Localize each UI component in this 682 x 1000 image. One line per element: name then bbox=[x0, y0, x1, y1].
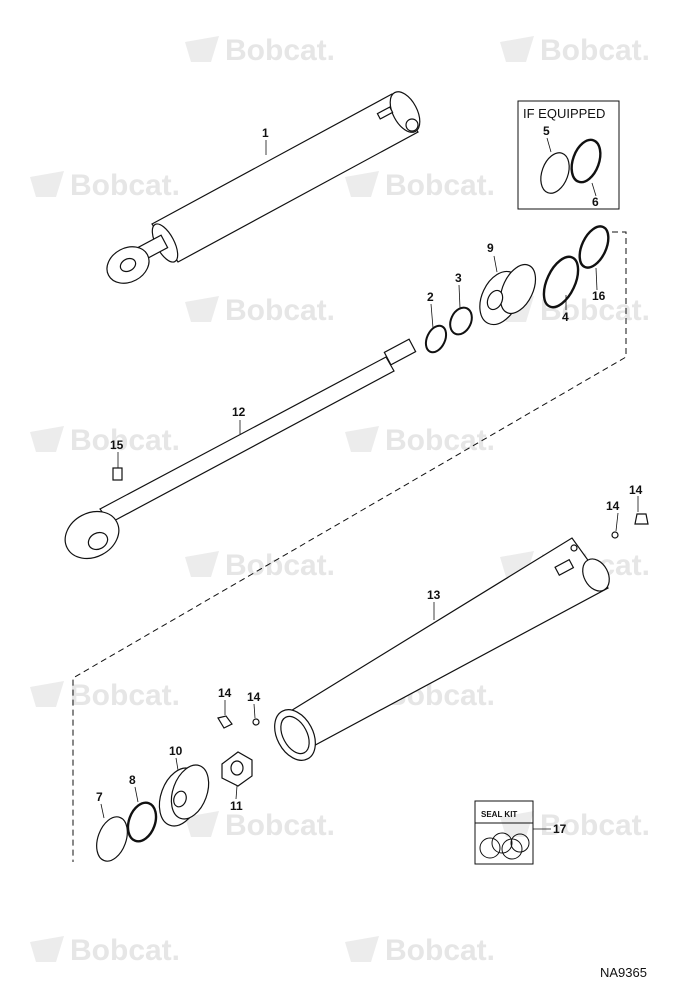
bobcat-logo-icon bbox=[185, 296, 219, 322]
callout-7: 7 bbox=[96, 790, 103, 804]
bobcat-watermark: Bobcat. bbox=[385, 934, 495, 967]
seal-part-6 bbox=[570, 138, 602, 184]
bobcat-logo-icon bbox=[185, 36, 219, 62]
callout-9: 9 bbox=[487, 241, 494, 255]
callout-2: 2 bbox=[427, 290, 434, 304]
wiper-part-2 bbox=[424, 324, 448, 354]
bobcat-watermark: Bobcat. bbox=[70, 169, 180, 202]
grease-fitting-part-15 bbox=[112, 467, 123, 481]
rod-part-12 bbox=[64, 338, 417, 560]
bobcat-logo-icon bbox=[30, 681, 64, 707]
wear-ring-part-7 bbox=[96, 816, 128, 862]
callout-numbers: 1 2 3 9 4 16 5 6 12 15 13 14 14 14 14 10… bbox=[96, 124, 643, 836]
bobcat-watermark: Bobcat. bbox=[540, 809, 650, 842]
callout-13: 13 bbox=[427, 588, 441, 602]
seal-kit-box: SEAL KIT bbox=[474, 800, 551, 865]
callout-12: 12 bbox=[232, 405, 246, 419]
callout-3: 3 bbox=[455, 271, 462, 285]
callout-6: 6 bbox=[592, 195, 599, 209]
backup-ring-part-5 bbox=[540, 152, 570, 194]
bobcat-logo-icon bbox=[345, 171, 379, 197]
bobcat-watermark: Bobcat. bbox=[225, 294, 335, 327]
bobcat-watermark: Bobcat. bbox=[540, 34, 650, 67]
leader-lines bbox=[100, 140, 639, 819]
piston-seal-part-8 bbox=[126, 801, 158, 843]
bobcat-watermark: Bobcat. bbox=[225, 549, 335, 582]
seal-kit-label: SEAL KIT bbox=[481, 810, 517, 819]
rod-guide-group bbox=[424, 225, 610, 354]
callout-17: 17 bbox=[553, 822, 567, 836]
bobcat-logo-icon bbox=[345, 936, 379, 962]
callout-14-d: 14 bbox=[247, 690, 261, 704]
bobcat-watermark: Bobcat. bbox=[70, 934, 180, 967]
bobcat-logo-icon bbox=[185, 551, 219, 577]
seal-part-4 bbox=[542, 255, 580, 309]
bobcat-logo-icon bbox=[30, 171, 64, 197]
callout-14-a: 14 bbox=[629, 483, 643, 497]
bobcat-logo-icon bbox=[30, 936, 64, 962]
piston-group bbox=[96, 715, 260, 862]
bobcat-watermark: Bobcat. bbox=[385, 169, 495, 202]
bobcat-logo-icon bbox=[500, 36, 534, 62]
bobcat-logo-icon bbox=[185, 811, 219, 837]
barrel-part-13 bbox=[274, 513, 649, 761]
bobcat-logo-icon bbox=[345, 426, 379, 452]
seal-part-16 bbox=[578, 225, 610, 269]
if-equipped-box: IF EQUIPPED bbox=[517, 100, 620, 210]
drawing-number: NA9365 bbox=[600, 965, 647, 980]
callout-1: 1 bbox=[262, 126, 269, 140]
bobcat-watermark: Bobcat. bbox=[225, 809, 335, 842]
callout-10: 10 bbox=[169, 744, 183, 758]
bobcat-watermark: Bobcat. bbox=[70, 679, 180, 712]
callout-14-b: 14 bbox=[606, 499, 620, 513]
cylinder-assembly-part-1 bbox=[106, 91, 421, 284]
callout-5: 5 bbox=[543, 124, 550, 138]
callout-11: 11 bbox=[230, 799, 243, 813]
callout-16: 16 bbox=[592, 289, 606, 303]
callout-15: 15 bbox=[110, 438, 124, 452]
callout-14-c: 14 bbox=[218, 686, 232, 700]
if-equipped-label: IF EQUIPPED bbox=[523, 106, 605, 121]
explode-dashed-boundary bbox=[72, 231, 627, 862]
bobcat-logo-icon bbox=[30, 426, 64, 452]
bobcat-watermark: Bobcat. bbox=[70, 424, 180, 457]
rod-seal-part-3 bbox=[449, 306, 473, 336]
bobcat-watermark: Bobcat. bbox=[225, 34, 335, 67]
bobcat-watermark: Bobcat. bbox=[385, 424, 495, 457]
callout-8: 8 bbox=[129, 773, 136, 787]
watermark-layer: Bobcat. Bobcat. Bobcat. Bobcat. Bobcat. Bobca… bbox=[30, 34, 650, 967]
callout-4: 4 bbox=[562, 310, 569, 324]
bobcat-logo-icon bbox=[500, 811, 534, 837]
